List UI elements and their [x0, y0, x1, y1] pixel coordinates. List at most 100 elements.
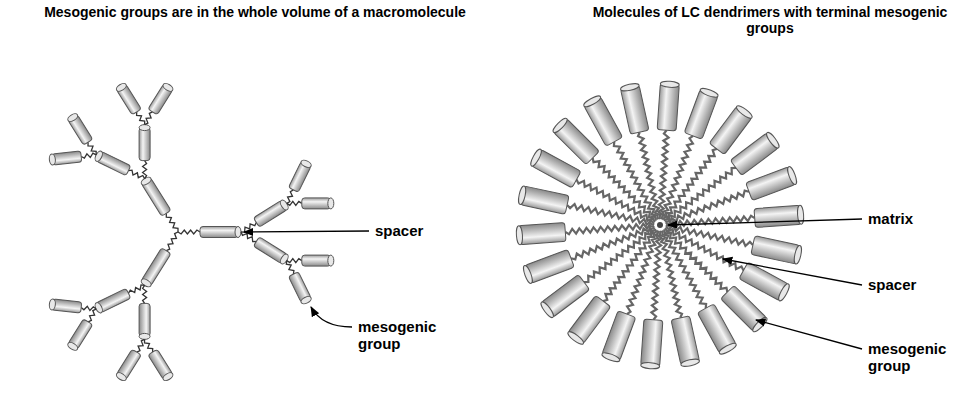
cylinder-end — [566, 330, 585, 346]
mesogenic-cylinder — [641, 319, 663, 369]
cylinder-body — [52, 299, 82, 313]
cylinder-end — [786, 166, 798, 186]
mesogenic-cylinder — [115, 82, 141, 115]
mesogenic-cylinder — [302, 255, 334, 266]
spacer-chain — [145, 339, 153, 352]
spacer-chain — [662, 136, 693, 220]
spacer-chain — [584, 229, 655, 283]
mesogenic-cylinder — [671, 316, 700, 368]
mesogenic-cylinder — [517, 185, 569, 214]
cylinder-end — [300, 295, 313, 305]
cylinder-end — [601, 351, 621, 363]
cylinder-end — [66, 112, 79, 123]
leader-arrow — [244, 231, 369, 232]
mesogenic-cylinder — [582, 94, 622, 146]
spacer-chain — [81, 306, 96, 310]
mesogenic-cylinder — [620, 82, 649, 134]
cylinder-body — [754, 205, 801, 227]
mesogenic-cylinder — [200, 227, 241, 238]
mesogenic-cylinder — [709, 104, 754, 155]
spacer-chain — [638, 132, 660, 219]
mesogenic-cylinder — [139, 125, 150, 161]
mesogenic-cylinder — [140, 176, 171, 217]
spacer-chain — [88, 142, 96, 155]
cylinder-end — [140, 277, 153, 288]
cylinder-body — [139, 128, 150, 161]
spacer-chain — [143, 161, 147, 179]
mesogenic-cylinder — [49, 151, 82, 165]
spacer-chain — [88, 309, 96, 322]
cylinder-end — [793, 245, 803, 265]
spacer-chain — [286, 261, 294, 275]
cylinder-end — [641, 362, 660, 369]
cylinder-end — [660, 81, 679, 88]
mesogenic-cylinder — [148, 82, 174, 115]
spacer-chain — [577, 180, 655, 223]
cylinder-body — [519, 222, 566, 244]
cylinder-body — [621, 85, 649, 134]
cylinder-body — [302, 198, 331, 209]
mesogenic-cylinder — [94, 150, 131, 176]
cylinder-end — [735, 104, 754, 120]
cylinder-end — [300, 159, 313, 169]
diagram-title: Molecules of LC dendrimers with terminal… — [585, 4, 955, 36]
mesogenic-cylinder — [746, 166, 799, 201]
part-label: spacer — [868, 276, 968, 293]
cylinder-end — [115, 82, 128, 93]
cylinder-end — [139, 125, 150, 131]
cylinder-end — [765, 131, 781, 150]
leader-arrow — [311, 307, 352, 327]
mesogenic-cylinder — [139, 303, 150, 339]
mesogenic-cylinder — [253, 237, 289, 265]
cylinder-end — [522, 264, 534, 284]
mesogenic-cylinder — [529, 148, 581, 188]
mesogenic-cylinder — [754, 205, 804, 228]
mesogenic-cylinder — [697, 304, 737, 356]
mesogenic-cylinder — [302, 198, 334, 209]
spacer-chain — [627, 231, 658, 315]
spacer-chain — [137, 339, 145, 352]
mesogenic-cylinder — [721, 285, 769, 333]
mesogenic-cylinder — [49, 299, 82, 313]
mesogenic-cylinder — [516, 222, 566, 245]
matrix-core — [657, 222, 663, 228]
spacer-chain — [128, 285, 144, 293]
cylinder-end — [620, 82, 640, 92]
cylinder-end — [680, 358, 700, 368]
mesogenic-cylinder — [684, 87, 719, 140]
leader-arrow — [723, 259, 862, 285]
mesogenic-cylinder — [601, 311, 636, 364]
spacer-chain — [665, 168, 736, 222]
spacer-chain — [287, 201, 302, 205]
part-label: mesogenic group — [358, 318, 458, 353]
spacer-chain — [665, 228, 743, 271]
cylinder-end — [539, 300, 555, 319]
spacer-chain — [565, 223, 654, 234]
spacer-chain — [660, 231, 682, 318]
mesogenic-cylinder — [94, 288, 131, 314]
cylinder-body — [302, 255, 331, 266]
spacer-chain — [664, 229, 727, 292]
cylinder-end — [115, 371, 128, 382]
cylinder-body — [641, 319, 663, 366]
diagram-title: Mesogenic groups are in the whole volume… — [20, 4, 490, 20]
cylinder-end — [66, 341, 79, 352]
mesogenic-cylinder — [253, 199, 289, 227]
mesogenic-cylinder — [140, 248, 171, 289]
mesogenic-cylinder — [66, 319, 92, 352]
cylinder-body — [657, 84, 679, 131]
mesogenic-cylinder — [730, 131, 781, 176]
mesogenic-cylinder — [566, 295, 611, 346]
mesogenic-cylinder — [539, 275, 590, 320]
cylinder-body — [200, 227, 238, 238]
cylinder-end — [139, 333, 150, 339]
spacer-chain — [166, 213, 178, 232]
spacer-chain — [178, 230, 200, 234]
mesogenic-cylinder — [288, 272, 312, 306]
cylinder-end — [582, 94, 602, 108]
cylinder-end — [718, 341, 738, 355]
spacer-chain — [145, 112, 153, 125]
spacer-chain — [287, 259, 302, 263]
mesogenic-cylinder — [115, 349, 141, 382]
